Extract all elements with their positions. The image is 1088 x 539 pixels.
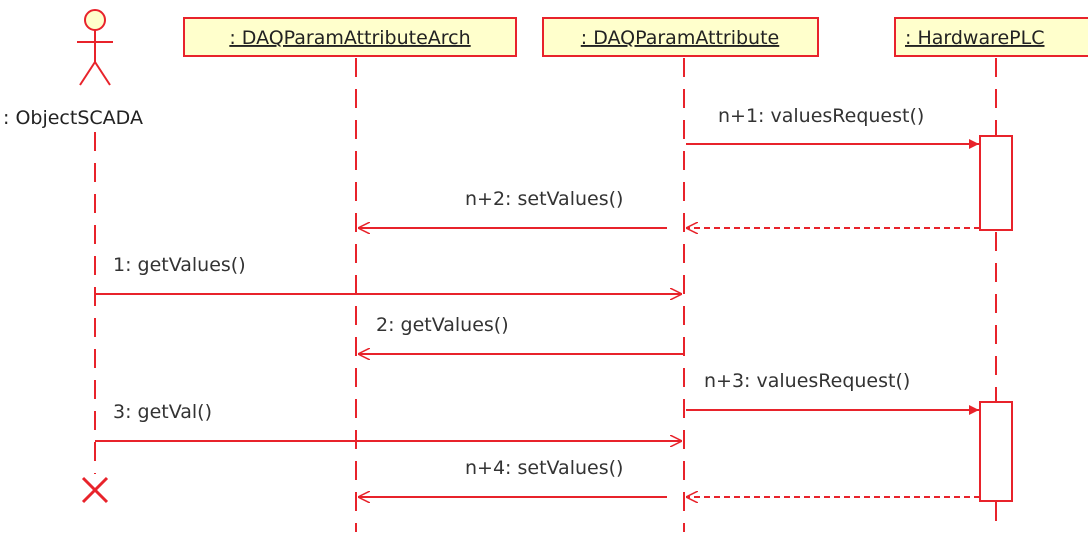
message-label: 1: getValues() <box>113 254 246 276</box>
actor-label: : ObjectSCADA <box>3 107 143 129</box>
message-label: n+1: valuesRequest() <box>718 105 924 127</box>
actor-object-scada: : ObjectSCADA <box>3 9 143 129</box>
actor-head-icon <box>84 9 106 31</box>
message-label: n+3: valuesRequest() <box>704 370 910 392</box>
object-box <box>894 17 1088 57</box>
message-label: n+4: setValues() <box>465 457 623 479</box>
message-1-get-values: 1: getValues() <box>95 254 682 294</box>
message-3-get-val: 3: getVal() <box>95 401 682 441</box>
message-label: 2: getValues() <box>376 314 509 336</box>
object-daqparamattribute: : DAQParamAttribute <box>542 17 819 57</box>
object-label: : DAQParamAttribute <box>581 27 779 49</box>
object-label: : HardwarePLC <box>905 27 1045 49</box>
activation-bar-hardwareplc-1 <box>979 135 1013 231</box>
object-hardwareplc: : HardwarePLC <box>894 17 1088 57</box>
object-label: : DAQParamAttributeArch <box>229 27 470 49</box>
message-2-get-values: 2: getValues() <box>358 314 684 354</box>
actor-left-leg <box>79 61 96 86</box>
message-n2-set-values: n+2: setValues() <box>358 188 667 228</box>
object-daqparamattributearch: : DAQParamAttributeArch <box>183 17 517 57</box>
message-label: n+2: setValues() <box>465 188 623 210</box>
message-n3-values-request: n+3: valuesRequest() <box>686 370 979 415</box>
destroy-x-icon <box>81 476 109 504</box>
message-label: 3: getVal() <box>113 401 212 423</box>
message-n4-set-values: n+4: setValues() <box>358 457 667 497</box>
object-box <box>183 17 517 57</box>
message-n1-values-request: n+1: valuesRequest() <box>686 105 979 149</box>
object-box <box>542 17 819 57</box>
activation-bar-hardwareplc-2 <box>979 401 1013 502</box>
actor-right-leg <box>94 61 111 86</box>
